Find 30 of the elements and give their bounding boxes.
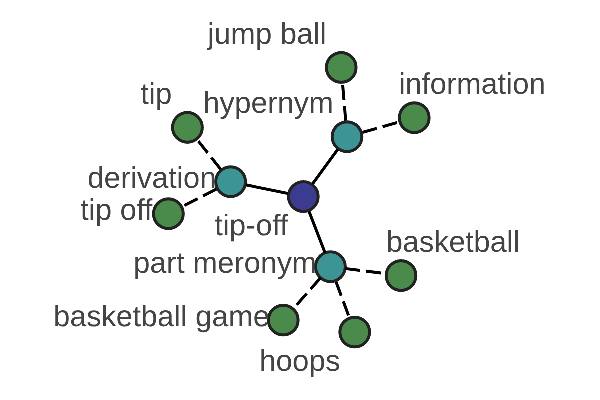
- node-circle: [398, 102, 431, 134]
- node-circle: [325, 51, 358, 84]
- node-label: information: [398, 68, 546, 102]
- connector: [362, 120, 400, 134]
- node-circle: [330, 120, 364, 154]
- connector: [341, 82, 348, 122]
- node-circle: [214, 166, 248, 198]
- node-circle: [384, 260, 418, 292]
- node-label: tip: [140, 78, 172, 111]
- connector: [308, 211, 327, 254]
- node-label: hoops: [260, 344, 340, 378]
- node-circle: [267, 304, 300, 337]
- node-label: part meronym: [134, 246, 317, 280]
- connector: [334, 282, 352, 319]
- node-circle: [338, 316, 372, 349]
- node-label: hypernym: [203, 87, 334, 120]
- node-circle: [314, 250, 347, 284]
- node-label: derivation: [88, 162, 217, 195]
- node-label: jump ball: [208, 18, 327, 51]
- node-label: tip-off: [214, 209, 288, 242]
- connector: [246, 184, 288, 196]
- node-circle: [171, 111, 204, 144]
- node-circle: [287, 180, 320, 214]
- node-label: basketball: [386, 226, 520, 260]
- connector: [312, 148, 340, 185]
- connector: [181, 188, 218, 208]
- node-circle: [152, 198, 185, 230]
- connector: [196, 138, 222, 170]
- node-label: basketball game: [54, 300, 270, 334]
- node-label: tip off: [80, 194, 153, 227]
